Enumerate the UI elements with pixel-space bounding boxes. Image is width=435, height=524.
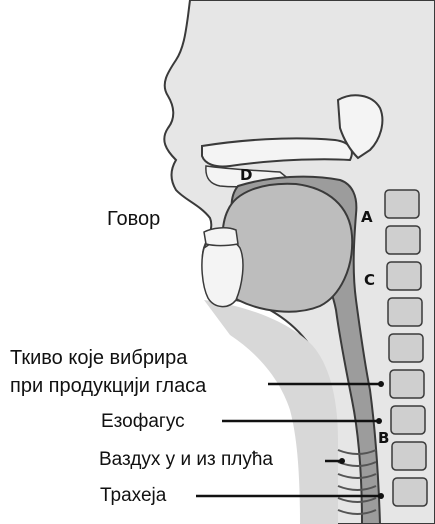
lower-jaw (202, 240, 243, 306)
cervical-vertebrae (385, 190, 427, 506)
tongue (221, 184, 352, 312)
letter-b: B (378, 431, 389, 446)
lower-teeth (204, 228, 238, 246)
esophagus-label: Езофагус (101, 412, 185, 431)
vibrating-tissue-label-line1: Ткиво које вибрира (10, 348, 187, 368)
vibrating-tissue-label-line2: при продукцији гласа (10, 376, 206, 396)
letter-a: A (361, 210, 373, 225)
letter-c: C (364, 273, 375, 288)
trachea-label: Трахеја (100, 486, 166, 505)
letter-d: D (240, 168, 252, 183)
air-label: Ваздух у и из плућа (99, 450, 273, 469)
speech-label: Говор (107, 209, 160, 229)
